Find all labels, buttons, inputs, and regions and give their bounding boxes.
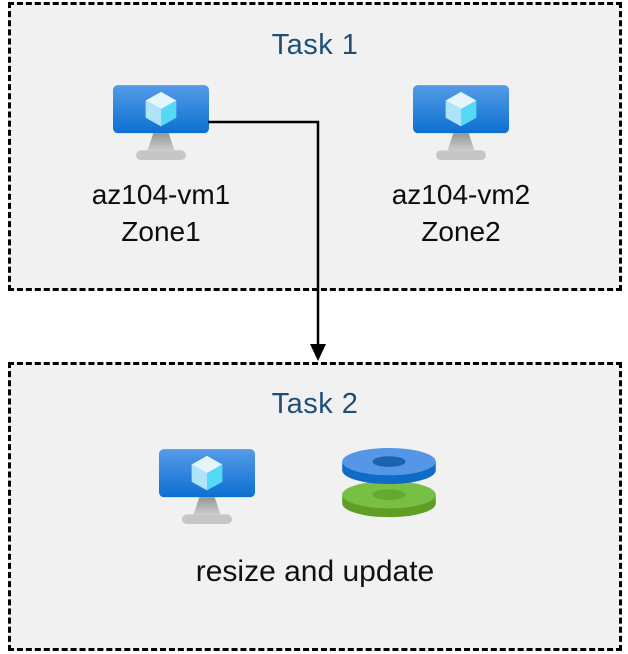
vm2-zone: Zone2 — [421, 216, 501, 247]
task2-caption: resize and update — [195, 555, 435, 588]
task2-title: Task 2 — [271, 388, 359, 420]
task1-box: Task 1 az104-vm1 Zone1 az104-vm2 Zone2 — [8, 2, 622, 291]
vm2-name: az104-vm2 — [391, 179, 531, 210]
vm1-name: az104-vm1 — [91, 179, 231, 210]
vm1-label: az104-vm1 Zone1 — [51, 176, 271, 250]
arrowhead-icon — [310, 344, 326, 361]
disk-stack-icon — [342, 447, 436, 518]
vm2-label: az104-vm2 Zone2 — [351, 176, 571, 250]
disk-green — [342, 481, 436, 518]
virtual-machine-icon — [413, 85, 509, 161]
virtual-machine-icon — [113, 85, 209, 161]
task1-title: Task 1 — [271, 29, 359, 61]
task2-box: Task 2 resize and update — [8, 362, 622, 651]
virtual-machine-icon — [159, 449, 255, 525]
vm1-zone: Zone1 — [121, 216, 201, 247]
disk-blue — [342, 447, 436, 484]
